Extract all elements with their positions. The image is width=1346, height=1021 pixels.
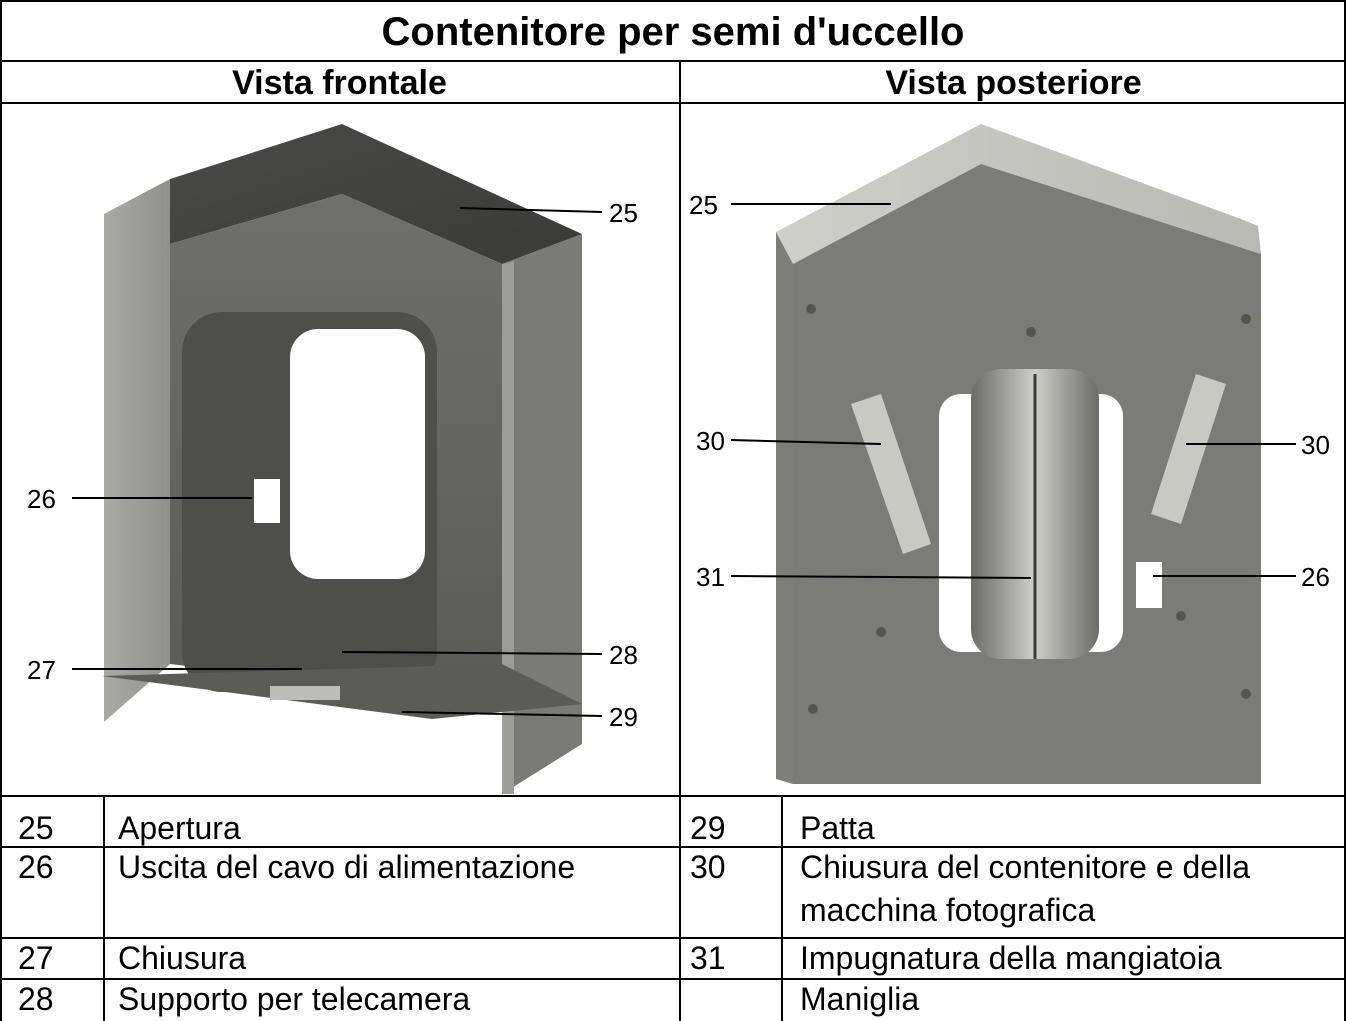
legend-text: Supporto per telecamera xyxy=(118,981,471,1017)
legend-num: 30 xyxy=(690,849,726,885)
legend-num: 31 xyxy=(690,940,726,976)
legend-text: Patta xyxy=(800,810,875,846)
rule-right-num xyxy=(781,795,783,1021)
front-view-heading: Vista frontale xyxy=(232,64,447,102)
back-view-figure: 25 30 30 31 26 xyxy=(681,104,1346,794)
border-left xyxy=(0,0,2,1021)
legend-text: Impugnatura della mangiatoia xyxy=(800,940,1222,976)
border-right xyxy=(1344,0,1346,1021)
callout-27-front: 27 xyxy=(27,655,56,685)
rule-title xyxy=(0,60,1346,62)
legend-text: Uscita del cavo di alimentazione xyxy=(118,849,576,885)
legend-num: 26 xyxy=(18,849,54,885)
front-view-drawing: 25 26 27 28 29 xyxy=(27,124,638,794)
callout-28-front: 28 xyxy=(609,640,638,670)
rule-center xyxy=(679,60,681,1021)
legend-text-continued: macchina fotografica xyxy=(800,892,1096,928)
rule-row2 xyxy=(0,937,1346,939)
callout-25-back: 25 xyxy=(689,190,718,220)
callout-26-front: 26 xyxy=(27,484,56,514)
rule-row3 xyxy=(0,978,1346,980)
rule-figure xyxy=(0,795,1346,797)
border-top xyxy=(0,0,1346,2)
rule-subhead xyxy=(0,102,1346,104)
callout-31-back: 31 xyxy=(696,562,725,592)
legend-num: 25 xyxy=(18,810,54,846)
legend-text: Chiusura del contenitore e della xyxy=(800,849,1251,885)
page-title: Contenitore per semi d'uccello xyxy=(381,10,965,54)
callout-29-front: 29 xyxy=(609,702,638,732)
callout-25-front: 25 xyxy=(609,198,638,228)
legend-num: 28 xyxy=(18,981,54,1017)
rule-left-num xyxy=(103,795,105,1021)
callout-30-back-left: 30 xyxy=(696,426,725,456)
callout-26-back: 26 xyxy=(1301,562,1330,592)
rule-row1 xyxy=(0,846,1346,848)
back-view-drawing: 25 30 30 31 26 xyxy=(689,124,1330,784)
front-view-figure: 25 26 27 28 29 xyxy=(2,104,679,794)
callout-30-back-right: 30 xyxy=(1301,430,1330,460)
legend-num: 29 xyxy=(690,810,726,846)
legend-text: Maniglia xyxy=(800,981,920,1017)
back-view-heading: Vista posteriore xyxy=(885,64,1142,102)
legend-text: Chiusura xyxy=(118,940,247,976)
legend-num: 27 xyxy=(18,940,54,976)
legend-text: Apertura xyxy=(118,810,241,846)
